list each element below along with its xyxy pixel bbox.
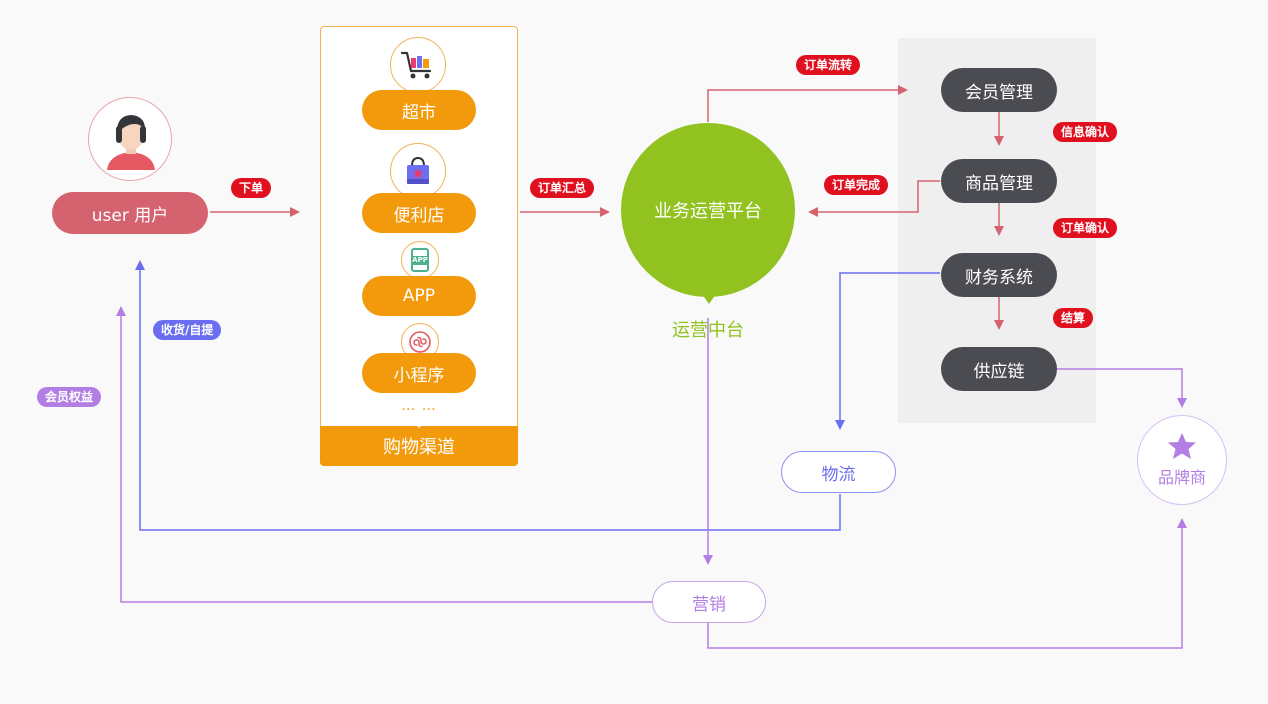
- channels-title-notch: [412, 420, 426, 428]
- badge-place-order: 下单: [231, 178, 272, 198]
- system-supply-chain[interactable]: 供应链: [941, 347, 1057, 391]
- arrow-marketing-to-brand: [707, 518, 1187, 649]
- shopping-bag-icon: [407, 156, 429, 184]
- mini-program-icon: [409, 331, 431, 353]
- badge-receive-pickup: 收货/自提: [153, 320, 222, 340]
- channel-convenience-store[interactable]: 便利店: [362, 193, 476, 233]
- arrow-logistics-to-user: [135, 260, 841, 531]
- brand-node[interactable]: 品牌商: [1137, 415, 1227, 505]
- badge-order-flow: 订单流转: [796, 55, 861, 75]
- user-node[interactable]: user 用户: [52, 192, 208, 234]
- system-finance[interactable]: 财务系统: [941, 253, 1057, 297]
- convenience-icon-circle: [390, 143, 446, 199]
- badge-order-complete: 订单完成: [824, 175, 889, 195]
- badge-info-confirm: 信息确认: [1053, 122, 1118, 142]
- arrow-finance-to-logistics: [835, 272, 940, 430]
- star-icon: [1168, 433, 1196, 459]
- user-avatar-icon: [107, 115, 155, 170]
- marketing-node[interactable]: 营销: [652, 581, 766, 623]
- system-member-management[interactable]: 会员管理: [941, 68, 1057, 112]
- user-avatar: [88, 97, 172, 181]
- arrow-goods-to-platform: [808, 180, 940, 217]
- badge-settlement: 结算: [1053, 308, 1094, 328]
- channels-ellipsis: … …: [401, 398, 437, 414]
- platform-pointer: [702, 294, 716, 304]
- platform-caption: 运营中台: [672, 320, 744, 341]
- mobile-phone-icon: APP: [411, 248, 429, 272]
- arrow-supply-to-brand: [1056, 368, 1187, 408]
- arrow-marketing-to-user: [116, 306, 652, 603]
- shopping-cart-icon: [400, 51, 432, 79]
- arrow-platform-to-member: [707, 85, 908, 122]
- channels-title: 购物渠道: [320, 426, 518, 466]
- brand-label: 品牌商: [1157, 468, 1206, 487]
- badge-member-benefits: 会员权益: [37, 387, 102, 407]
- platform-node[interactable]: 业务运营平台: [621, 123, 795, 297]
- logistics-node[interactable]: 物流: [781, 451, 896, 493]
- supermarket-icon-circle: [390, 37, 446, 93]
- channel-supermarket[interactable]: 超市: [362, 90, 476, 130]
- channel-app[interactable]: APP: [362, 276, 476, 316]
- badge-order-confirm: 订单确认: [1053, 218, 1118, 238]
- channel-mini-program[interactable]: 小程序: [362, 353, 476, 393]
- app-icon-text: APP: [411, 255, 429, 265]
- badge-order-summary: 订单汇总: [530, 178, 595, 198]
- system-goods-management[interactable]: 商品管理: [941, 159, 1057, 203]
- app-icon-circle: APP: [401, 241, 439, 279]
